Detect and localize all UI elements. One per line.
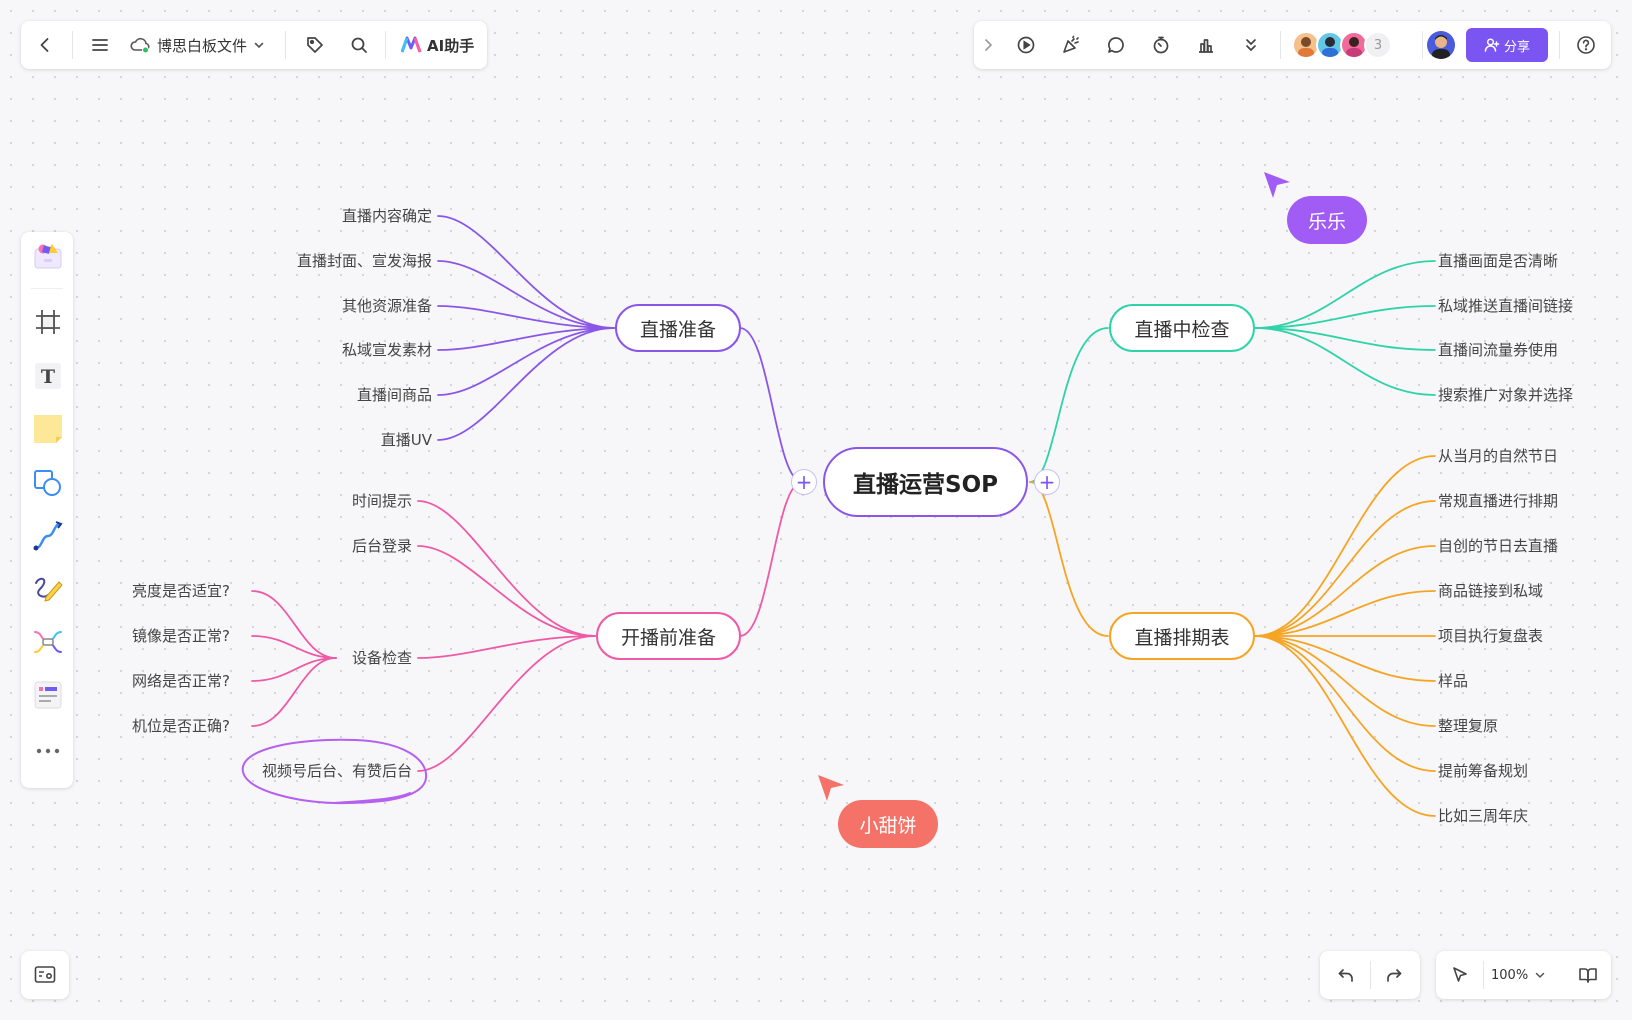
- collaborator-count: 3: [1364, 31, 1392, 59]
- play-presentation-icon[interactable]: [1010, 29, 1042, 61]
- add-node-left-button[interactable]: +: [791, 469, 817, 495]
- leaf-node[interactable]: 项目执行复盘表: [1438, 627, 1544, 645]
- connector-icon[interactable]: [31, 519, 65, 553]
- sticky-note-icon[interactable]: [31, 412, 65, 446]
- svg-text:T: T: [41, 366, 55, 388]
- cloud-synced-icon: [129, 36, 151, 54]
- leaf-node[interactable]: 比如三周年庆: [1438, 807, 1529, 825]
- timer-icon[interactable]: [1145, 29, 1177, 61]
- zoom-bar: 100%: [1436, 951, 1611, 999]
- toolbar-divider: [1370, 961, 1371, 989]
- vote-chart-icon[interactable]: [1190, 29, 1222, 61]
- avatar: [1292, 31, 1320, 59]
- tag-icon[interactable]: [299, 29, 331, 61]
- leaf-node[interactable]: 直播画面是否清晰: [1438, 252, 1559, 270]
- frame-icon[interactable]: [31, 305, 65, 339]
- share-label: 分享: [1503, 39, 1530, 55]
- leaf-node[interactable]: 常规直播进行排期: [1438, 492, 1559, 510]
- leaf-node[interactable]: 后台登录: [351, 537, 412, 555]
- search-icon[interactable]: [343, 29, 375, 61]
- leaf-node[interactable]: 私域宣发素材: [341, 341, 432, 359]
- leaf-node[interactable]: 样品: [1438, 672, 1469, 690]
- toolbar-divider: [285, 31, 286, 59]
- chevron-down-icon: [253, 39, 265, 51]
- zoom-level: 100%: [1491, 967, 1529, 983]
- leaf-node[interactable]: 直播内容确定: [341, 207, 432, 225]
- branch-node-prep[interactable]: 直播准备: [615, 304, 741, 352]
- toolbar-divider: [1280, 31, 1281, 59]
- leaf-node[interactable]: 从当月的自然节日: [1438, 447, 1559, 465]
- collaborator-avatars[interactable]: 3: [1292, 31, 1404, 59]
- menu-icon[interactable]: [84, 29, 116, 61]
- zoom-level-dropdown[interactable]: 100%: [1491, 959, 1546, 991]
- leaf-node[interactable]: 直播UV: [380, 431, 432, 449]
- add-user-icon: [1484, 37, 1500, 53]
- mindmap-tool-icon[interactable]: [31, 625, 65, 659]
- leaf-node[interactable]: 直播间商品: [356, 386, 432, 404]
- avatar: [1316, 31, 1344, 59]
- leaf-node-device-check[interactable]: 设备检查: [351, 649, 412, 667]
- leaf-node[interactable]: 镜像是否正常?: [132, 627, 230, 645]
- select-pointer-icon[interactable]: [1444, 959, 1476, 991]
- leaf-node[interactable]: 视频号后台、有赞后台: [261, 762, 412, 780]
- leaf-node[interactable]: 时间提示: [351, 492, 412, 510]
- book-view-icon[interactable]: [1572, 959, 1604, 991]
- collaborator-cursor-label: 乐乐: [1287, 196, 1367, 244]
- branch-node-preopen[interactable]: 开播前准备: [596, 612, 741, 660]
- minimap-icon: [34, 965, 56, 985]
- toolbar-divider: [72, 31, 73, 59]
- back-icon[interactable]: [29, 29, 61, 61]
- leaf-node[interactable]: 机位是否正确?: [132, 717, 230, 735]
- chevron-down-icon: [1534, 969, 1546, 981]
- leaf-node[interactable]: 整理复原: [1438, 717, 1499, 735]
- minimap-button[interactable]: [21, 951, 69, 999]
- add-node-right-button[interactable]: +: [1034, 469, 1060, 495]
- leaf-node[interactable]: 私域推送直播间链接: [1438, 297, 1574, 315]
- undo-redo-bar: [1320, 951, 1420, 999]
- top-left-toolbar: 博思白板文件 AI助手: [21, 21, 487, 69]
- cursor-arrow-icon: [1262, 170, 1292, 204]
- text-tool-icon[interactable]: T: [31, 359, 65, 393]
- cursor-arrow-icon: [816, 773, 846, 807]
- mindmap-root-node[interactable]: 直播运营SOP: [823, 447, 1028, 517]
- more-icon[interactable]: [31, 741, 65, 761]
- toolbar-divider: [31, 288, 63, 289]
- leaf-node[interactable]: 商品链接到私域: [1438, 582, 1544, 600]
- expand-arrow-icon[interactable]: [976, 29, 1000, 61]
- branch-node-check[interactable]: 直播中检查: [1109, 304, 1255, 352]
- leaf-node[interactable]: 其他资源准备: [341, 297, 432, 315]
- share-button[interactable]: 分享: [1466, 28, 1548, 62]
- leaf-node[interactable]: 亮度是否适宜?: [132, 582, 230, 600]
- branch-node-schedule[interactable]: 直播排期表: [1109, 612, 1255, 660]
- help-icon[interactable]: [1570, 29, 1602, 61]
- toolbar-divider: [385, 31, 386, 59]
- collaborator-cursor-label: 小甜饼: [838, 800, 938, 848]
- ai-assistant-label: AI助手: [427, 36, 475, 55]
- toolbar-divider: [1422, 31, 1423, 59]
- leaf-node[interactable]: 网络是否正常?: [132, 672, 230, 690]
- component-library-icon[interactable]: [31, 678, 65, 712]
- file-name: 博思白板文件: [157, 36, 248, 55]
- celebrate-icon[interactable]: [1055, 29, 1087, 61]
- pen-tool-icon[interactable]: [31, 572, 65, 606]
- toolbar-divider: [1559, 31, 1560, 59]
- ai-logo-icon: [401, 36, 423, 54]
- current-user-avatar[interactable]: [1427, 31, 1455, 59]
- top-right-toolbar: 3 分享: [974, 21, 1611, 69]
- leaf-node[interactable]: 搜索推广对象并选择: [1438, 386, 1574, 404]
- leaf-node[interactable]: 直播封面、宣发海报: [296, 252, 432, 270]
- template-library-icon[interactable]: [31, 239, 65, 273]
- leaf-node[interactable]: 直播间流量券使用: [1438, 341, 1559, 359]
- leaf-node[interactable]: 提前筹备规划: [1438, 762, 1529, 780]
- comment-icon[interactable]: [1100, 29, 1132, 61]
- shape-tool-icon[interactable]: [31, 466, 65, 500]
- more-tools-icon[interactable]: [1235, 29, 1267, 61]
- file-name-dropdown[interactable]: 博思白板文件: [129, 29, 265, 61]
- undo-icon[interactable]: [1330, 959, 1362, 991]
- ai-assistant-button[interactable]: AI助手: [401, 29, 474, 61]
- leaf-node[interactable]: 自创的节日去直播: [1438, 537, 1559, 555]
- toolbar-divider: [1483, 961, 1484, 989]
- redo-icon[interactable]: [1378, 959, 1410, 991]
